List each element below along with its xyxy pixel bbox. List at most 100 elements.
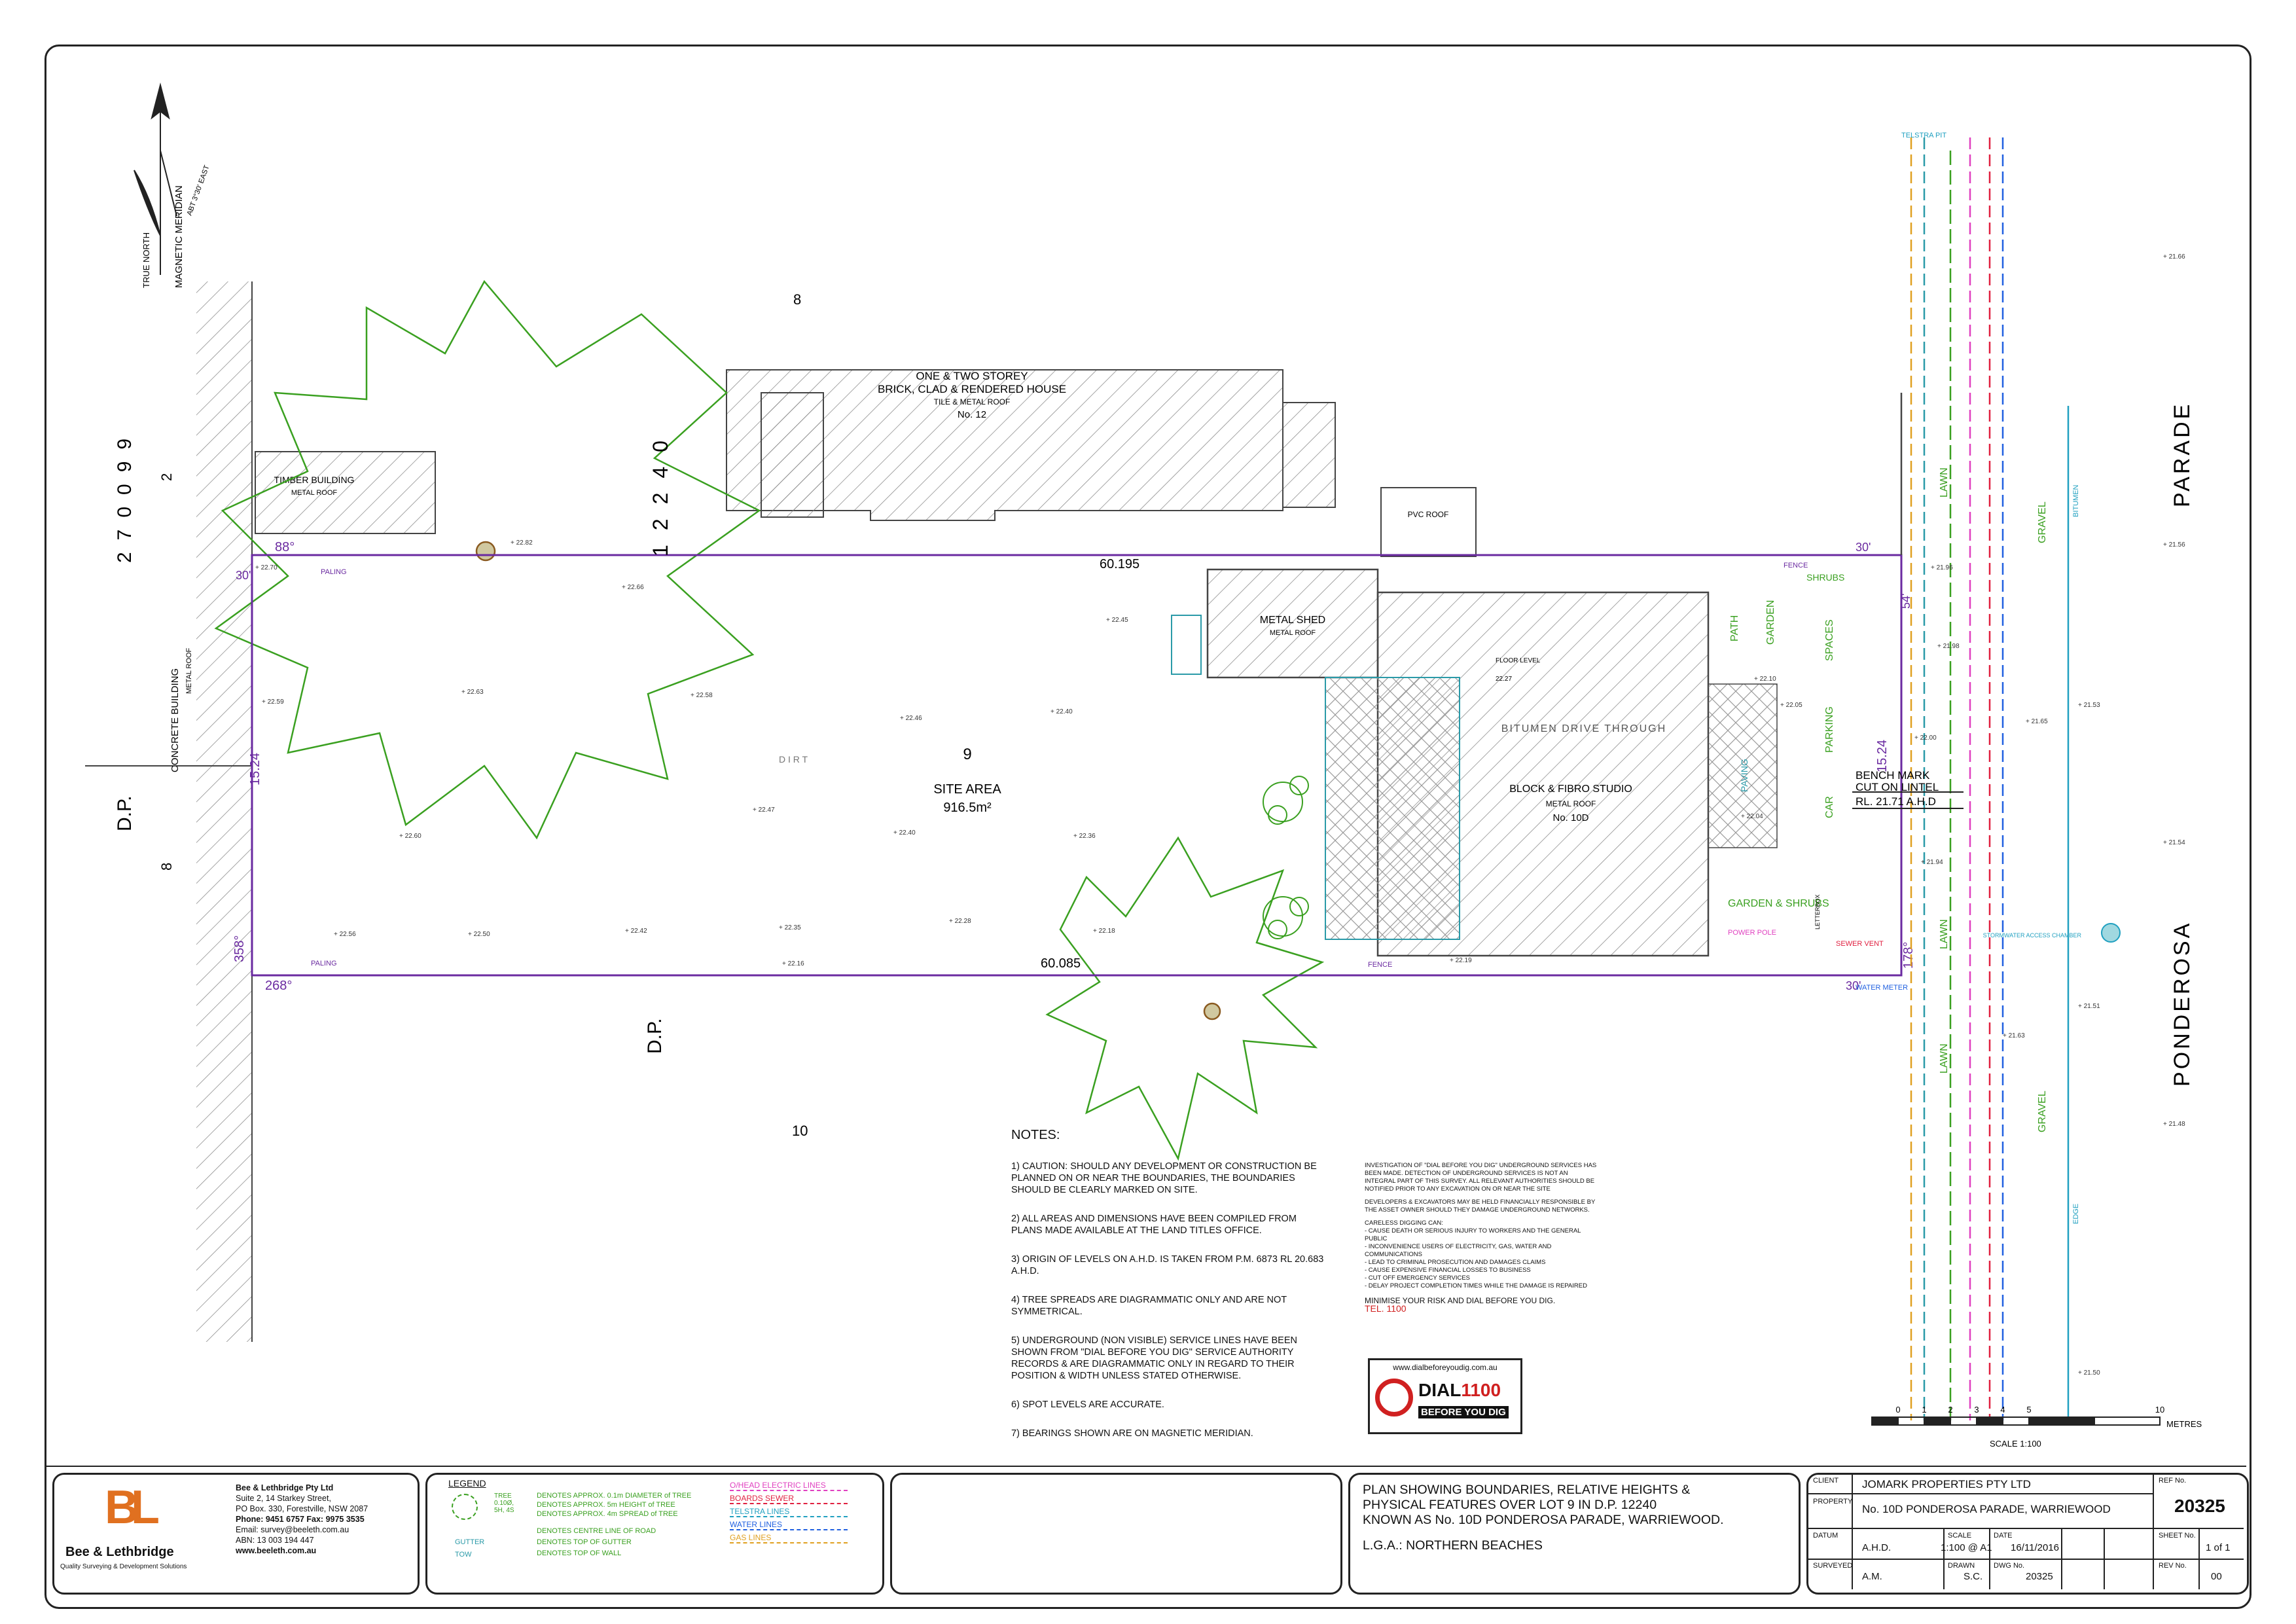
spot-level: + 22.16	[782, 960, 804, 967]
spot-level: + 21.96	[1931, 564, 1953, 571]
gravel-label-1: GRAVEL	[2037, 501, 2048, 543]
house-line-2: BRICK, CLAD & RENDERED HOUSE	[878, 383, 1066, 395]
dial-list-item: - INCONVENIENCE USERS OF ELECTRICITY, GA…	[1365, 1243, 1552, 1258]
legend-line-sewer: BOARDS SEWER	[730, 1494, 795, 1503]
scale-label: SCALE 1:100	[1990, 1439, 2041, 1449]
magnetic-meridian-label: MAGNETIC MERIDIAN	[173, 185, 185, 288]
metal-shed-label: METAL SHED	[1260, 615, 1325, 626]
edge-label: EDGE	[2072, 1204, 2080, 1224]
legend-line-water: WATER LINES	[730, 1520, 783, 1529]
spot-level: + 22.05	[1780, 702, 1803, 709]
spot-level: + 22.60	[399, 833, 422, 840]
legend-line-gas: GAS LINES	[730, 1533, 772, 1542]
studio-label-1: BLOCK & FIBRO STUDIO	[1509, 784, 1632, 795]
lot-8-label: 8	[793, 291, 801, 308]
company-web: www.beeleth.com.au	[236, 1546, 317, 1555]
company-abn: ABN: 13 003 194 447	[236, 1536, 314, 1545]
bench-mark-line-1: BENCH MARK	[1856, 769, 1930, 782]
gravel-label-2: GRAVEL	[2037, 1091, 2048, 1132]
scale-field-value: 1:100 @ A1	[1941, 1542, 1992, 1553]
legend-line-telstra: TELSTRA LINES	[730, 1507, 790, 1516]
boundary-west-length: 15.24	[248, 753, 262, 785]
boundary-north-length: 60.195	[1100, 557, 1139, 571]
spot-level: + 22.58	[691, 692, 713, 699]
note-item: 7) BEARINGS SHOWN ARE ON MAGNETIC MERIDI…	[1011, 1428, 1253, 1439]
dial-logo: www.dialbeforeyoudig.com.au DIAL1100 BEF…	[1368, 1358, 1522, 1434]
dial-logo-number: 1100	[1461, 1380, 1501, 1400]
dp-label-bottom: D.P.	[644, 1019, 666, 1054]
road-parade: PARADE	[2170, 402, 2195, 507]
spot-level: + 21.66	[2163, 253, 2185, 261]
legend-line-electric-swatch	[730, 1490, 848, 1491]
plan-title: PLAN SHOWING BOUNDARIES, RELATIVE HEIGHT…	[1363, 1483, 1724, 1553]
company-name: Bee & Lethbridge Pty Ltd	[236, 1483, 334, 1492]
scale-tick-10: 10	[2155, 1405, 2164, 1415]
legend-line-sewer-swatch	[730, 1503, 848, 1504]
dial-para-4: MINIMISE YOUR RISK AND DIAL BEFORE YOU D…	[1365, 1296, 1556, 1305]
plan-title-line-3: KNOWN AS No. 10D PONDEROSA PARADE, WARRI…	[1363, 1513, 1724, 1527]
lawn-label-2: LAWN	[1939, 919, 1950, 949]
conifers	[1263, 776, 1309, 939]
bitumen-road-label: BITUMEN	[2072, 484, 2080, 517]
lot-9-boundary	[251, 554, 1903, 977]
legend-line-water-swatch	[730, 1529, 848, 1530]
scale-tick-0: 0	[1895, 1405, 1900, 1415]
drawing-frame	[45, 45, 2251, 1609]
legend-panel	[425, 1473, 884, 1595]
house-line-4: No. 12	[958, 409, 986, 420]
bearing-south: 268°	[265, 979, 292, 993]
legend-gutter-symbol: GUTTER	[455, 1538, 485, 1546]
bearing-west: 358°	[232, 935, 247, 962]
plan-title-line-2: PHYSICAL FEATURES OVER LOT 9 IN D.P. 122…	[1363, 1498, 1657, 1512]
concrete-building-label: CONCRETE BUILDING	[170, 668, 181, 772]
dial-before-you-dig-notes: INVESTIGATION OF "DIAL BEFORE YOU DIG" U…	[1365, 1162, 1600, 1313]
note-item: 5) UNDERGROUND (NON VISIBLE) SERVICE LIN…	[1011, 1335, 1297, 1381]
legend-title: LEGEND	[448, 1478, 486, 1489]
boundary-east-length: 15.24	[1875, 740, 1890, 772]
ref-label: REF No.	[2159, 1477, 2187, 1485]
legend-line-telstra-swatch	[730, 1516, 848, 1517]
stormwater-label: STORMWATER ACCESS CHAMBER	[1983, 932, 2082, 939]
water-meter-label: WATER METER	[1856, 984, 1908, 992]
paving-label: PAVING	[1739, 759, 1749, 792]
legend-tow-symbol: TOW	[455, 1551, 472, 1559]
spot-level: + 21.65	[2026, 718, 2048, 725]
spot-level: + 21.63	[2003, 1032, 2025, 1039]
spot-level: + 22.50	[468, 931, 490, 938]
dial-para-3: CARELESS DIGGING CAN:	[1365, 1219, 1443, 1227]
house-line-1: ONE & TWO STOREY	[916, 370, 1028, 382]
fence-label-s: FENCE	[1368, 961, 1392, 969]
left-lot-number: 270099	[114, 427, 135, 563]
spot-level: + 22.59	[262, 698, 284, 706]
spot-level: + 22.46	[900, 715, 922, 722]
scale-unit: METRES	[2166, 1419, 2202, 1429]
fence-label-n: FENCE	[1784, 562, 1808, 569]
large-tree-canopy	[214, 280, 761, 840]
company-email: Email: survey@beeleth.com.au	[236, 1525, 350, 1534]
dial-para-2: DEVELOPERS & EXCAVATORS MAY BE HELD FINA…	[1365, 1199, 1596, 1214]
bench-mark-line-3: RL. 21.71 A.H.D	[1856, 795, 1936, 808]
date-value: 16/11/2016	[2011, 1542, 2059, 1553]
pvc-roof-label: PVC ROOF	[1408, 510, 1449, 519]
dial-para-1: INVESTIGATION OF "DIAL BEFORE YOU DIG" U…	[1365, 1162, 1597, 1193]
dwg-label: DWG No.	[1994, 1562, 2025, 1570]
rev-label: REV No.	[2159, 1562, 2187, 1570]
spot-levels: + 22.70 + 22.66 + 22.82 + 22.59 + 22.63 …	[255, 253, 2185, 1377]
legend-centre-line: DENOTES CENTRE LINE OF ROAD	[537, 1527, 656, 1535]
spot-level: + 22.70	[255, 564, 278, 571]
true-north-label: TRUE NORTH	[141, 232, 151, 288]
dial-logo-word: DIAL	[1418, 1380, 1462, 1400]
dial-url: www.dialbeforeyoudig.com.au	[1393, 1363, 1498, 1372]
studio-paved-drive	[1325, 677, 1460, 940]
corner-e-54: 54'	[1899, 594, 1912, 609]
house-line-3: TILE & METAL ROOF	[934, 397, 1011, 406]
datum-value: A.H.D.	[1862, 1542, 1892, 1553]
scale-tick-5: 5	[2026, 1405, 2031, 1415]
rev-value: 00	[2211, 1571, 2222, 1582]
date-label: DATE	[1994, 1532, 2013, 1540]
company-tagline: Quality Surveying & Development Solution…	[60, 1563, 187, 1570]
dwg-value: 20325	[2026, 1571, 2053, 1582]
dial-list-item: - CAUSE DEATH OR SERIOUS INJURY TO WORKE…	[1365, 1227, 1581, 1242]
legend-line-electric: O/HEAD ELECTRIC LINES	[730, 1481, 826, 1490]
note-item: 1) CAUTION: SHOULD ANY DEVELOPMENT OR CO…	[1011, 1161, 1317, 1195]
